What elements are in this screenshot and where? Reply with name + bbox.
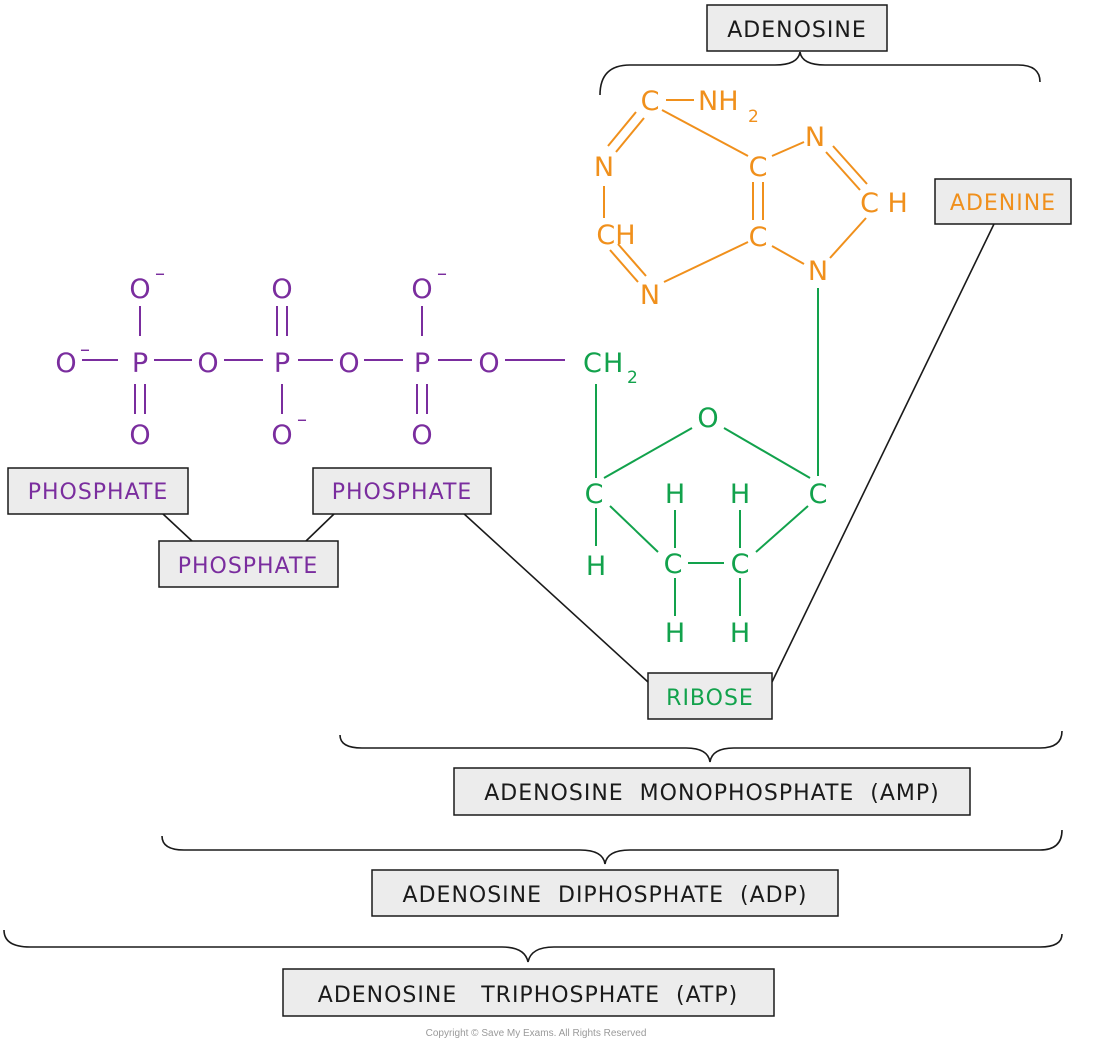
carbon-atom: C — [749, 152, 768, 183]
amp-label-text: ADENOSINE MONOPHOSPHATE (AMP) — [484, 781, 940, 806]
adenosine-label: ADENOSINE — [706, 4, 888, 52]
amp-brace — [339, 730, 1063, 763]
carbon-atom: C — [583, 348, 602, 379]
phosphate-label-left: PHOSPHATE — [7, 467, 189, 515]
amp-label: ADENOSINE MONOPHOSPHATE (AMP) — [453, 767, 971, 816]
atp-label-text: ADENOSINE TRIPHOSPHATE (ATP) — [318, 983, 738, 1008]
label-connectors — [162, 223, 995, 683]
carbon-atom: C — [585, 479, 604, 510]
braces — [3, 51, 1063, 963]
hydrogen-atom: H — [730, 479, 750, 510]
ribose-ring: C H 2 O C C C C H H H H H — [583, 288, 827, 649]
phosphate-label-text: PHOSPHATE — [28, 480, 169, 505]
phosphate-chain: O – P O – O O P O O – O P O – O O — [55, 261, 565, 451]
hydrogen-atom: H — [665, 479, 685, 510]
hydrogen-atom: H — [665, 618, 685, 649]
hydrogen-atom: H — [586, 551, 606, 582]
hydrogen-atom: H — [603, 348, 623, 379]
ribose-label: RIBOSE — [647, 672, 773, 720]
adenine-base: C NH 2 N CH N C C N C H N — [594, 86, 908, 311]
phosphorus-atom: P — [132, 348, 148, 379]
adenosine-label-text: ADENOSINE — [727, 18, 866, 43]
oxygen-atom: O — [129, 420, 150, 451]
oxygen-atom: O — [271, 274, 292, 305]
negative-charge: – — [297, 407, 307, 431]
oxygen-atom: O — [411, 274, 432, 305]
oxygen-atom: O — [478, 348, 499, 379]
adenine-label: ADENINE — [934, 178, 1072, 225]
nitrogen-atom: N — [640, 280, 660, 311]
adp-label: ADENOSINE DIPHOSPHATE (ADP) — [371, 869, 839, 917]
subscript-two: 2 — [748, 107, 759, 127]
adp-brace — [161, 829, 1063, 865]
oxygen-atom: O — [271, 420, 292, 451]
carbon-atom: C — [749, 222, 768, 253]
phosphorus-atom: P — [274, 348, 290, 379]
nitrogen-atom: N — [805, 122, 825, 153]
ch-group: C H — [860, 188, 908, 219]
nitrogen-atom: N — [594, 152, 614, 183]
oxygen-atom: O — [55, 348, 76, 379]
atp-brace — [3, 929, 1063, 963]
adp-label-text: ADENOSINE DIPHOSPHATE (ADP) — [403, 883, 808, 908]
phosphorus-atom: P — [414, 348, 430, 379]
phosphate-label-middle: PHOSPHATE — [158, 540, 339, 588]
oxygen-atom: O — [411, 420, 432, 451]
carbon-atom: C — [641, 86, 660, 117]
oxygen-atom: O — [129, 274, 150, 305]
carbon-atom: C — [731, 549, 750, 580]
phosphate-label-text: PHOSPHATE — [332, 480, 473, 505]
negative-charge: – — [80, 337, 90, 361]
amine-nitrogen: NH — [698, 86, 739, 117]
oxygen-atom: O — [197, 348, 218, 379]
oxygen-atom: O — [338, 348, 359, 379]
hydrogen-atom: H — [730, 618, 750, 649]
carbon-atom: C — [809, 479, 828, 510]
nitrogen-atom: N — [808, 256, 828, 287]
negative-charge: – — [155, 261, 165, 285]
phosphate-label-right: PHOSPHATE — [312, 467, 492, 515]
copyright-notice: Copyright © Save My Exams. All Rights Re… — [426, 1028, 647, 1039]
ch-group: CH — [596, 220, 635, 251]
carbon-atom: C — [664, 549, 683, 580]
atp-label: ADENOSINE TRIPHOSPHATE (ATP) — [282, 968, 775, 1017]
negative-charge: – — [437, 261, 447, 285]
adenosine-brace — [599, 51, 1041, 96]
ribose-label-text: RIBOSE — [666, 686, 754, 711]
phosphate-label-text: PHOSPHATE — [178, 554, 319, 579]
subscript-two: 2 — [627, 368, 638, 388]
ring-oxygen-atom: O — [697, 403, 718, 434]
adenine-label-text: ADENINE — [950, 191, 1056, 216]
